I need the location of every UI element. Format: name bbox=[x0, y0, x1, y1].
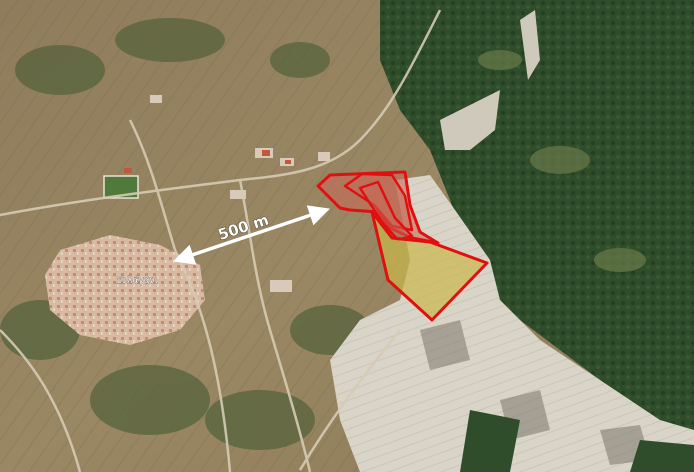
forest-patch-right bbox=[630, 440, 694, 472]
distance-arrow bbox=[173, 205, 330, 265]
roads bbox=[0, 9, 442, 472]
quarry-corridor-outline bbox=[358, 180, 414, 242]
forest-texture bbox=[380, 0, 694, 440]
sports-field bbox=[103, 175, 139, 199]
forest-clearings bbox=[478, 50, 646, 272]
roofs-upper bbox=[124, 150, 291, 173]
expansion-area-outline bbox=[370, 210, 489, 322]
forest-patch-lower bbox=[460, 410, 520, 472]
village-roofs bbox=[45, 235, 205, 345]
quarry-upper-cuts bbox=[440, 10, 540, 150]
village-label: Ξυλάγανι bbox=[116, 276, 157, 286]
